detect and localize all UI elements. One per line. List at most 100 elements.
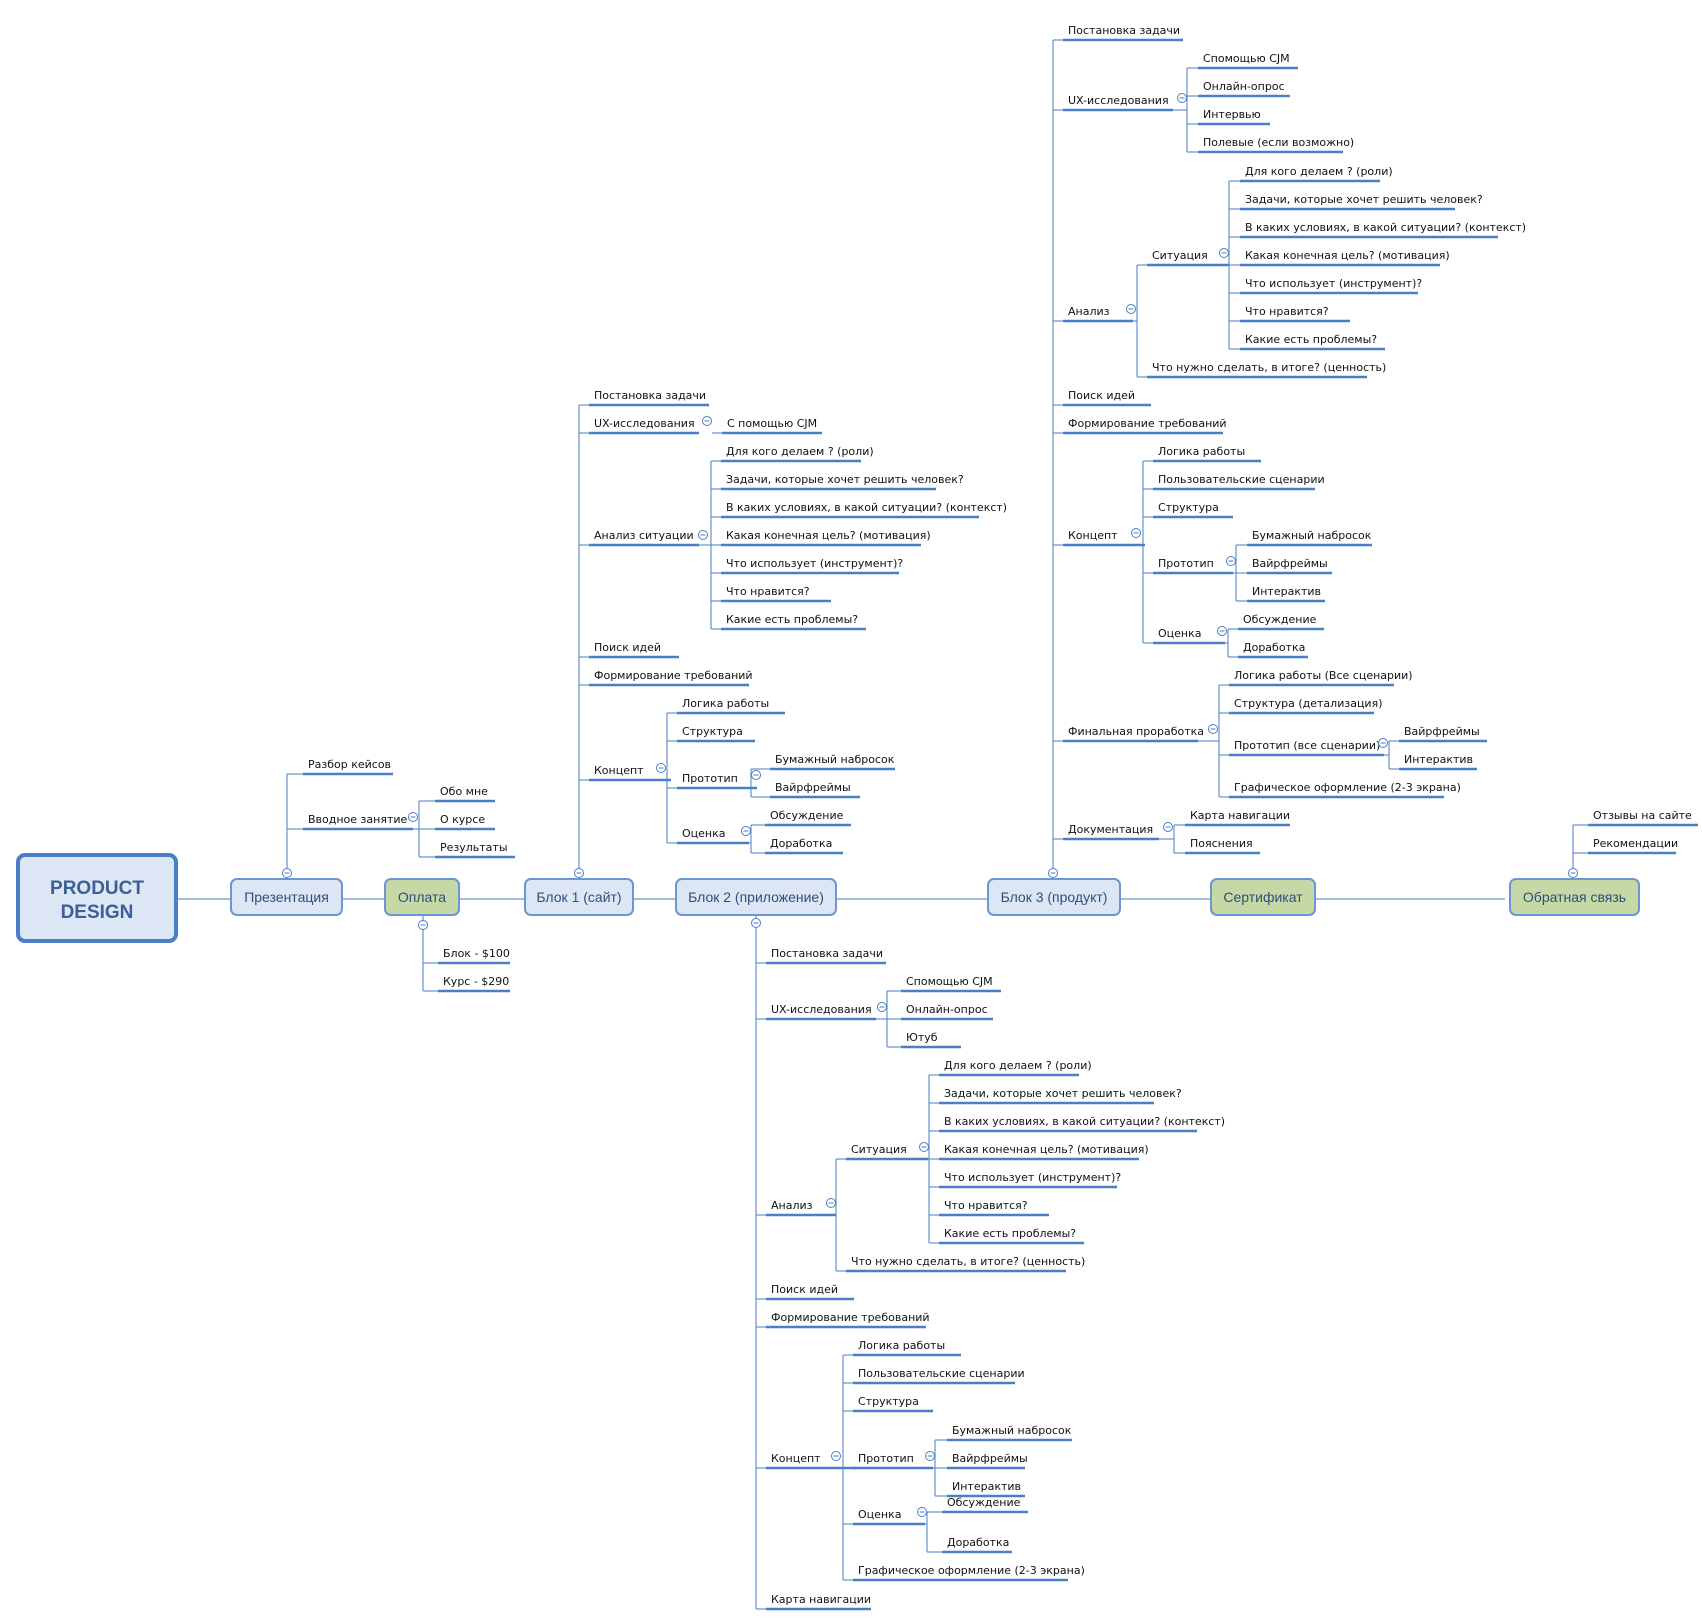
topic-для-кого-делаем-роли[interactable]: Для кого делаем ? (роли) xyxy=(944,1059,1092,1072)
topic-ux-исследования[interactable]: UX-исследования xyxy=(771,1003,872,1016)
topic-карта-навигации[interactable]: Карта навигации xyxy=(1190,809,1290,822)
topic-что-нравится[interactable]: Что нравится? xyxy=(1245,305,1329,318)
topic-в-каких-условиях-в-какой-ситуации-контекст[interactable]: В каких условиях, в какой ситуации? (кон… xyxy=(944,1115,1225,1128)
topic-обо-мне[interactable]: Обо мне xyxy=(440,785,488,798)
topic-поиск-идей[interactable]: Поиск идей xyxy=(1068,389,1135,402)
collapse-toggle-icon[interactable] xyxy=(751,770,761,780)
topic-прототип[interactable]: Прототип xyxy=(858,1452,914,1465)
topic-интерактив[interactable]: Интерактив xyxy=(1252,585,1321,598)
topic-пользовательские-сценарии[interactable]: Пользовательские сценарии xyxy=(858,1367,1025,1380)
topic-для-кого-делаем-роли[interactable]: Для кого делаем ? (роли) xyxy=(726,445,874,458)
topic-финальная-проработка[interactable]: Финальная проработка xyxy=(1068,725,1204,738)
topic-какие-есть-проблемы[interactable]: Какие есть проблемы? xyxy=(944,1227,1076,1240)
collapse-toggle-icon[interactable] xyxy=(826,1198,836,1208)
collapse-toggle-icon[interactable] xyxy=(1048,868,1058,878)
topic-оценка[interactable]: Оценка xyxy=(858,1508,902,1521)
topic-доработка[interactable]: Доработка xyxy=(770,837,832,850)
main-topic-presentation[interactable] xyxy=(230,878,343,916)
collapse-toggle-icon[interactable] xyxy=(1226,556,1236,566)
topic-результаты[interactable]: Результаты xyxy=(440,841,508,854)
topic-ситуация[interactable]: Ситуация xyxy=(851,1143,907,1156)
topic-для-кого-делаем-роли[interactable]: Для кого делаем ? (роли) xyxy=(1245,165,1393,178)
topic-анализ-ситуации[interactable]: Анализ ситуации xyxy=(594,529,694,542)
topic-структура[interactable]: Структура xyxy=(1158,501,1219,514)
collapse-toggle-icon[interactable] xyxy=(1219,248,1229,258)
topic-поиск-идей[interactable]: Поиск идей xyxy=(594,641,661,654)
topic-что-нравится[interactable]: Что нравится? xyxy=(726,585,810,598)
collapse-toggle-icon[interactable] xyxy=(418,920,428,930)
collapse-toggle-icon[interactable] xyxy=(1568,868,1578,878)
collapse-toggle-icon[interactable] xyxy=(408,812,418,822)
main-topic-block1[interactable] xyxy=(524,878,634,916)
topic-курс-290[interactable]: Курс - $290 xyxy=(443,975,509,988)
collapse-toggle-icon[interactable] xyxy=(1163,822,1173,832)
topic-какая-конечная-цель-мотивация[interactable]: Какая конечная цель? (мотивация) xyxy=(726,529,931,542)
topic-оценка[interactable]: Оценка xyxy=(682,827,726,840)
topic-прототип[interactable]: Прототип xyxy=(1158,557,1214,570)
topic-анализ[interactable]: Анализ xyxy=(1068,305,1110,318)
topic-ютуб[interactable]: Ютуб xyxy=(906,1031,938,1044)
topic-логика-работы-все-сценарии[interactable]: Логика работы (Все сценарии) xyxy=(1234,669,1413,682)
topic-задачи-которые-хочет-решить-человек[interactable]: Задачи, которые хочет решить человек? xyxy=(1245,193,1483,206)
topic-карта-навигации[interactable]: Карта навигации xyxy=(771,1593,871,1606)
topic-в-каких-условиях-в-какой-ситуации-контекст[interactable]: В каких условиях, в какой ситуации? (кон… xyxy=(1245,221,1526,234)
topic-вайрфреймы[interactable]: Вайрфреймы xyxy=(1404,725,1480,738)
topic-постановка-задачи[interactable]: Постановка задачи xyxy=(771,947,883,960)
topic-концепт[interactable]: Концепт xyxy=(1068,529,1118,542)
collapse-toggle-icon[interactable] xyxy=(1378,738,1388,748)
topic-какие-есть-проблемы[interactable]: Какие есть проблемы? xyxy=(726,613,858,626)
main-topic-block2[interactable] xyxy=(675,878,837,916)
topic-интерактив[interactable]: Интерактив xyxy=(952,1480,1021,1493)
topic-что-использует-инструмент[interactable]: Что использует (инструмент)? xyxy=(1245,277,1422,290)
collapse-toggle-icon[interactable] xyxy=(1126,304,1136,314)
main-topic-block3[interactable] xyxy=(987,878,1121,916)
topic-прототип-все-сценарии[interactable]: Прототип (все сценарии) xyxy=(1234,739,1380,752)
topic-интерактив[interactable]: Интерактив xyxy=(1404,753,1473,766)
topic-формирование-требований[interactable]: Формирование требований xyxy=(594,669,753,682)
topic-что-нравится[interactable]: Что нравится? xyxy=(944,1199,1028,1212)
collapse-toggle-icon[interactable] xyxy=(574,868,584,878)
collapse-toggle-icon[interactable] xyxy=(1131,528,1141,538)
topic-рекомендации[interactable]: Рекомендации xyxy=(1593,837,1678,850)
topic-структура[interactable]: Структура xyxy=(858,1395,919,1408)
topic-логика-работы[interactable]: Логика работы xyxy=(858,1339,945,1352)
topic-логика-работы[interactable]: Логика работы xyxy=(1158,445,1245,458)
topic-обсуждение[interactable]: Обсуждение xyxy=(1243,613,1317,626)
topic-постановка-задачи[interactable]: Постановка задачи xyxy=(594,389,706,402)
topic-обсуждение[interactable]: Обсуждение xyxy=(770,809,844,822)
topic-концепт[interactable]: Концепт xyxy=(594,764,644,777)
topic-анализ[interactable]: Анализ xyxy=(771,1199,813,1212)
collapse-toggle-icon[interactable] xyxy=(1217,626,1227,636)
topic-что-нужно-сделать-в-итоге-ценность[interactable]: Что нужно сделать, в итоге? (ценность) xyxy=(851,1255,1085,1268)
topic-бумажный-набросок[interactable]: Бумажный набросок xyxy=(1252,529,1372,542)
topic-концепт[interactable]: Концепт xyxy=(771,1452,821,1465)
collapse-toggle-icon[interactable] xyxy=(282,868,292,878)
topic-какая-конечная-цель-мотивация[interactable]: Какая конечная цель? (мотивация) xyxy=(944,1143,1149,1156)
topic-доработка[interactable]: Доработка xyxy=(947,1536,1009,1549)
topic-блок-100[interactable]: Блок - $100 xyxy=(443,947,510,960)
topic-с-помощью-cjm[interactable]: С помощью CJM xyxy=(727,417,817,430)
collapse-toggle-icon[interactable] xyxy=(925,1451,935,1461)
topic-интервью[interactable]: Интервью xyxy=(1203,108,1261,121)
main-topic-feedback[interactable] xyxy=(1509,878,1640,916)
main-topic-payment[interactable] xyxy=(384,878,460,916)
collapse-toggle-icon[interactable] xyxy=(917,1507,927,1517)
collapse-toggle-icon[interactable] xyxy=(831,1451,841,1461)
topic-прототип[interactable]: Прототип xyxy=(682,772,738,785)
main-topic-certificate[interactable] xyxy=(1210,878,1316,916)
topic-что-нужно-сделать-в-итоге-ценность[interactable]: Что нужно сделать, в итоге? (ценность) xyxy=(1152,361,1386,374)
topic-в-каких-условиях-в-какой-ситуации-контекст[interactable]: В каких условиях, в какой ситуации? (кон… xyxy=(726,501,1007,514)
topic-ux-исследования[interactable]: UX-исследования xyxy=(1068,94,1169,107)
topic-графическое-оформление-2-3-экрана[interactable]: Графическое оформление (2-3 экрана) xyxy=(858,1564,1085,1577)
topic-вайрфреймы[interactable]: Вайрфреймы xyxy=(952,1452,1028,1465)
collapse-toggle-icon[interactable] xyxy=(919,1142,929,1152)
topic-логика-работы[interactable]: Логика работы xyxy=(682,697,769,710)
topic-ситуация[interactable]: Ситуация xyxy=(1152,249,1208,262)
collapse-toggle-icon[interactable] xyxy=(1208,724,1218,734)
topic-формирование-требований[interactable]: Формирование требований xyxy=(1068,417,1227,430)
collapse-toggle-icon[interactable] xyxy=(656,763,666,773)
topic-задачи-которые-хочет-решить-человек[interactable]: Задачи, которые хочет решить человек? xyxy=(944,1087,1182,1100)
collapse-toggle-icon[interactable] xyxy=(702,416,712,426)
topic-ux-исследования[interactable]: UX-исследования xyxy=(594,417,695,430)
topic-постановка-задачи[interactable]: Постановка задачи xyxy=(1068,24,1180,37)
